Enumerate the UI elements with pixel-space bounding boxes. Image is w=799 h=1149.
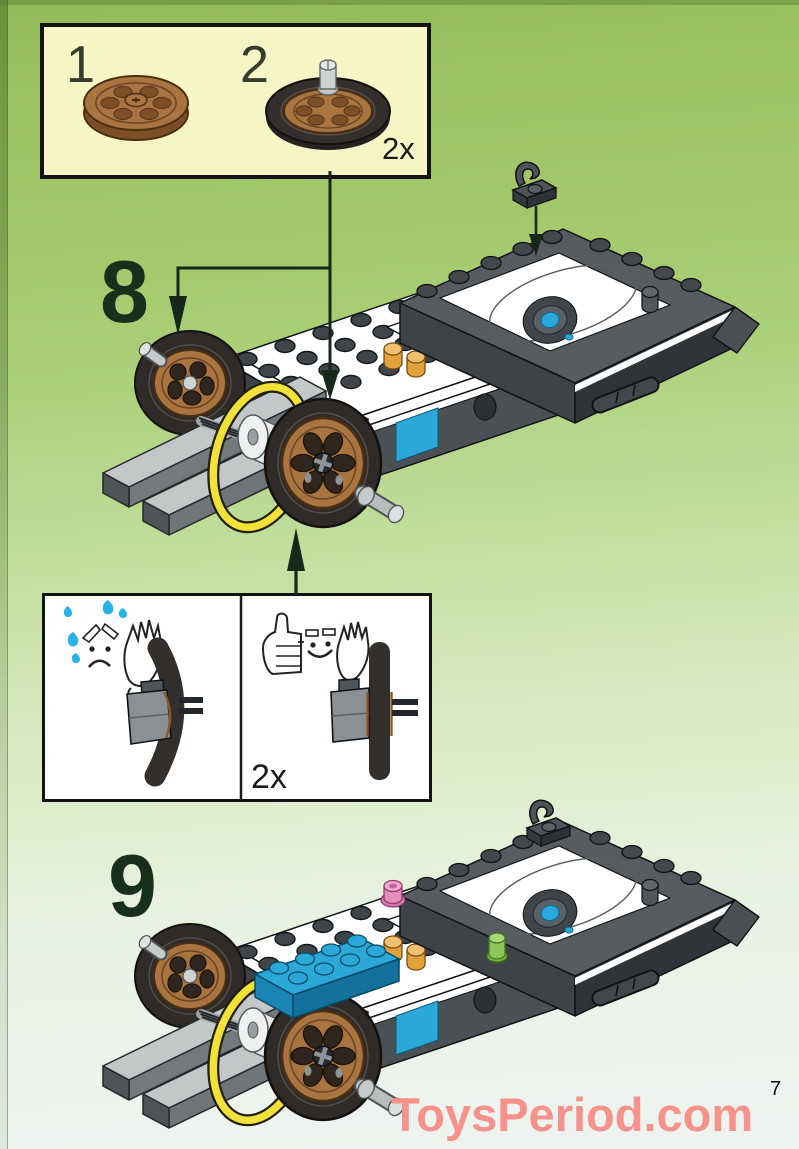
tire-mounting-tip-box: 2x — [42, 593, 432, 802]
page-top-edge — [0, 0, 799, 5]
wrong-assembly-panel — [63, 600, 203, 787]
pink-round-plate — [380, 879, 406, 908]
green-round-brick — [486, 932, 508, 963]
flat-hand-icon — [336, 621, 370, 682]
wheel-hub-figure — [126, 679, 172, 745]
correct-assembly-panel — [261, 612, 418, 780]
tip-up-arrow — [287, 528, 305, 595]
part-1-label: 1 — [66, 36, 95, 94]
chassis-assembly — [103, 229, 759, 538]
page-spine-edge — [0, 0, 8, 1149]
blue-brick — [254, 934, 400, 1019]
chassis-assembly — [103, 822, 759, 1131]
step-8-figure — [95, 161, 785, 580]
part-2-label: 2 — [240, 36, 269, 94]
tip-quantity-label: 2x — [251, 758, 287, 796]
axle-ends-figure — [392, 699, 418, 716]
parts-callout-box: 1 2 2x — [40, 23, 431, 179]
parts-figures — [83, 59, 391, 150]
sad-face-icon — [81, 622, 120, 668]
step-9-number: 9 — [108, 836, 157, 935]
parts-quantity-label: 2x — [382, 131, 415, 166]
part-1-pulley-wheel-figure — [83, 75, 189, 141]
step-8-number: 8 — [100, 242, 149, 341]
page-number: 7 — [770, 1078, 782, 1100]
bent-tire-figure — [144, 637, 185, 787]
parts-leader-arrows — [169, 171, 339, 400]
part-2-wheel-tire-bush-figure — [265, 59, 391, 150]
tip-figures — [63, 596, 418, 799]
step-9-figure — [95, 799, 785, 1149]
axle-ends-figure — [179, 697, 203, 714]
happy-face-icon — [298, 628, 336, 659]
thumbs-up-icon — [261, 612, 302, 676]
sweat-drops-icon — [63, 600, 127, 664]
hook-plate-piece — [512, 161, 557, 209]
watermark: ToysPeriod.com — [391, 1088, 754, 1141]
hook-down-arrow — [529, 206, 543, 256]
straight-tire-figure — [369, 642, 390, 780]
wheel-hub-figure — [330, 678, 393, 743]
